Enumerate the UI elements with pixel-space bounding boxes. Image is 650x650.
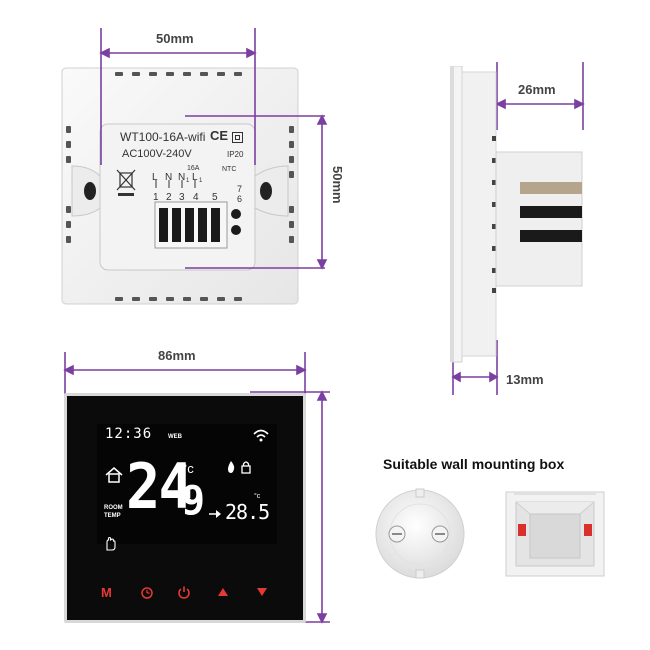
terminal-letter: N xyxy=(165,172,173,183)
dimension-back-width: 50mm xyxy=(156,31,194,46)
back-current-label: 16A xyxy=(187,165,200,172)
arrow-right-icon xyxy=(209,510,221,518)
back-view xyxy=(60,66,300,306)
double-insulation-icon xyxy=(232,132,243,143)
back-ntc-label: NTC xyxy=(222,166,237,173)
wifi-icon xyxy=(253,429,269,442)
ntc-number: 6 xyxy=(237,194,243,204)
lcd-main-unit: °c xyxy=(182,461,194,476)
lcd-screen xyxy=(97,424,277,544)
back-voltage-label: AC100V-240V xyxy=(122,148,192,160)
back-ce-mark: CE xyxy=(210,128,229,143)
clock-button[interactable] xyxy=(140,586,154,600)
back-plate-drawing xyxy=(61,67,299,305)
side-view xyxy=(450,66,583,363)
dimension-front-width: 86mm xyxy=(158,348,196,363)
lcd-room-label-line1: ROOM xyxy=(104,505,123,511)
mounting-title: Suitable wall mounting box xyxy=(383,456,565,472)
back-ip-label: IP20 xyxy=(227,150,244,159)
round-mounting-box-image xyxy=(375,488,465,579)
terminal-letter: L xyxy=(152,172,158,183)
dimension-side-plate: 13mm xyxy=(506,372,544,387)
dimension-side-depth: 26mm xyxy=(518,82,556,97)
lcd-room-label-line2: TEMP xyxy=(104,513,121,519)
power-button[interactable] xyxy=(177,585,191,599)
back-model-label: WT100-16A-wifi xyxy=(120,130,206,144)
terminal-number: 3 xyxy=(179,192,185,203)
lcd-main-decimal: 9 xyxy=(181,478,206,524)
terminal-number: 2 xyxy=(166,192,172,203)
lcd-clock: 12:36 xyxy=(105,426,153,442)
hand-icon xyxy=(106,536,116,551)
terminal-letter-sub: 1 xyxy=(199,178,203,184)
down-button[interactable] xyxy=(256,587,268,597)
up-button[interactable] xyxy=(217,587,229,597)
home-icon xyxy=(105,467,123,483)
lcd-set-temperature: 28.5 xyxy=(225,500,270,524)
terminal-letter: N xyxy=(178,172,186,183)
lcd-web-label: WEB xyxy=(168,434,182,440)
square-mounting-box-image xyxy=(505,491,605,577)
lcd-room-label: ROOM TEMP xyxy=(104,504,123,520)
terminal-number: 4 xyxy=(193,192,199,203)
lcd-set-unit: °c xyxy=(254,493,261,500)
lock-icon xyxy=(241,461,251,474)
terminal-letter: L xyxy=(192,172,198,183)
mode-button[interactable]: M xyxy=(101,585,112,600)
terminal-letter-sub: 1 xyxy=(186,178,190,184)
flame-icon xyxy=(228,461,235,473)
dimension-back-height: 50mm xyxy=(330,166,345,204)
terminal-number: 1 xyxy=(153,192,159,203)
lcd-main-temperature: 24 xyxy=(126,450,193,523)
terminal-number: 5 xyxy=(212,192,218,203)
ntc-number: 7 xyxy=(237,184,243,194)
